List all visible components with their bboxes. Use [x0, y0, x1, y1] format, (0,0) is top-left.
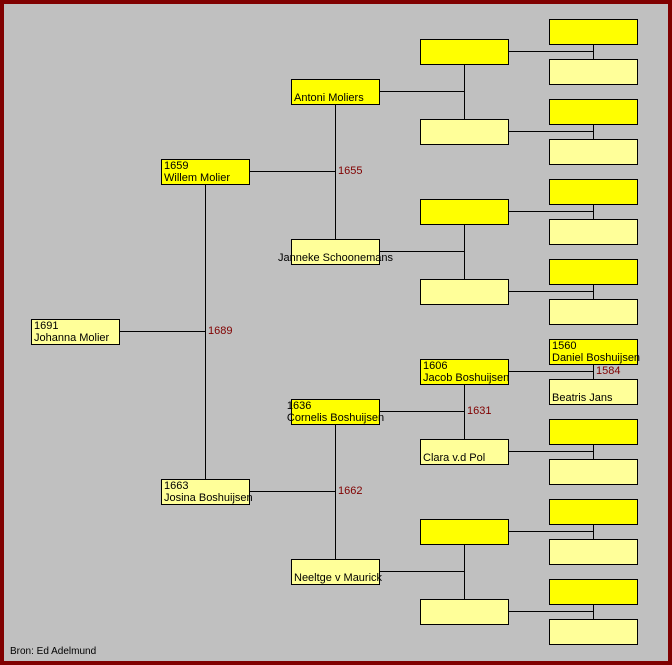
empty-person-box[interactable] — [420, 279, 509, 305]
marriage-year: 1584 — [596, 365, 621, 377]
empty-person-box[interactable] — [549, 19, 638, 45]
connector-line — [249, 171, 335, 172]
birth-year — [294, 560, 382, 572]
connector-line — [379, 251, 464, 252]
person-name: Antoni Moliers — [294, 92, 364, 104]
empty-person-box[interactable] — [549, 259, 638, 285]
empty-person-box[interactable] — [549, 299, 638, 325]
connector-line — [593, 124, 594, 139]
birth-year: 1606 — [423, 360, 448, 372]
connector-line — [119, 331, 205, 332]
empty-person-box[interactable] — [549, 459, 638, 485]
empty-person-box[interactable] — [420, 519, 509, 545]
connector-line — [593, 284, 594, 299]
empty-person-box[interactable] — [420, 199, 509, 225]
empty-person-box[interactable] — [549, 99, 638, 125]
person-box[interactable]: Neeltge v Maurick — [291, 559, 383, 585]
connector-line — [464, 224, 465, 279]
empty-person-box[interactable] — [420, 119, 509, 145]
connector-line — [508, 371, 593, 372]
connector-line — [508, 451, 593, 452]
person-box[interactable]: Janneke Schoonemans — [278, 239, 393, 265]
connector-line — [593, 364, 594, 379]
marriage-year: 1662 — [338, 485, 363, 497]
marriage-year: 1631 — [467, 405, 492, 417]
birth-year: 1636 — [286, 400, 312, 412]
birth-year: 1691 — [34, 320, 59, 332]
person-name: Daniel Boshuijsen — [552, 352, 641, 364]
connector-line — [508, 51, 593, 52]
birth-year — [278, 240, 393, 252]
empty-person-box[interactable] — [420, 599, 509, 625]
birth-year — [294, 80, 364, 92]
person-name: Neeltge v Maurick — [294, 572, 383, 584]
marriage-year: 1689 — [208, 325, 233, 337]
connector-line — [205, 184, 206, 479]
connector-line — [593, 44, 594, 59]
person-name: Cornelis Boshuijsen — [286, 412, 385, 424]
connector-line — [508, 211, 593, 212]
person-name: Clara v.d Pol — [423, 452, 486, 464]
birth-year: 1663 — [164, 480, 189, 492]
empty-person-box[interactable] — [549, 619, 638, 645]
person-name: Janneke Schoonemans — [278, 252, 393, 264]
connector-line — [508, 131, 593, 132]
connector-line — [379, 571, 464, 572]
empty-person-box[interactable] — [549, 499, 638, 525]
empty-person-box[interactable] — [549, 219, 638, 245]
empty-person-box[interactable] — [549, 59, 638, 85]
source-credit: Bron: Ed Adelmund — [10, 646, 97, 657]
connector-line — [464, 64, 465, 119]
connector-line — [379, 411, 464, 412]
empty-person-box[interactable] — [549, 419, 638, 445]
connector-line — [508, 531, 593, 532]
birth-year — [423, 440, 485, 452]
connector-line — [508, 611, 593, 612]
connector-line — [379, 91, 464, 92]
connector-line — [464, 544, 465, 599]
empty-person-box[interactable] — [549, 539, 638, 565]
connector-line — [335, 104, 336, 239]
person-name: Willem Molier — [164, 172, 230, 184]
person-name: Jacob Boshuijsen — [423, 372, 510, 384]
empty-person-box[interactable] — [420, 39, 509, 65]
marriage-year: 1655 — [338, 165, 363, 177]
connector-line — [593, 604, 594, 619]
person-box[interactable]: Beatris Jans — [549, 379, 638, 405]
connector-line — [335, 424, 336, 559]
birth-year: 1659 — [164, 160, 189, 172]
person-name: Johanna Molier — [34, 332, 110, 344]
person-name: Beatris Jans — [552, 392, 613, 404]
person-box[interactable]: Antoni Moliers — [291, 79, 380, 105]
connector-line — [593, 444, 594, 459]
connector-line — [593, 204, 594, 219]
empty-person-box[interactable] — [549, 139, 638, 165]
empty-person-box[interactable] — [549, 179, 638, 205]
person-box[interactable]: Clara v.d Pol — [420, 439, 509, 465]
connector-line — [593, 524, 594, 539]
connector-line — [464, 384, 465, 439]
birth-year — [552, 380, 613, 392]
empty-person-box[interactable] — [549, 579, 638, 605]
connector-line — [508, 291, 593, 292]
person-name: Josina Boshuijsen — [164, 492, 253, 504]
connector-line — [249, 491, 335, 492]
birth-year: 1560 — [552, 340, 577, 352]
